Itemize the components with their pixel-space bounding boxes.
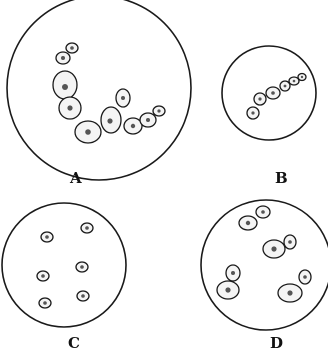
nucleus xyxy=(284,85,287,88)
nucleus xyxy=(287,290,292,295)
nucleus xyxy=(67,105,72,110)
nucleus xyxy=(41,274,45,278)
nucleus xyxy=(271,91,275,95)
nucleus xyxy=(85,129,91,135)
panel-label-a: A xyxy=(69,169,82,187)
nucleus xyxy=(258,97,261,100)
nucleus xyxy=(288,240,292,244)
panel-b-cell-chain xyxy=(247,74,306,120)
panel-c: C xyxy=(2,203,126,352)
nucleus xyxy=(70,46,74,50)
nucleus xyxy=(261,210,265,214)
panel-c-circle xyxy=(2,203,126,327)
nucleus xyxy=(61,56,65,60)
panel-label-d: D xyxy=(270,334,283,352)
nucleus xyxy=(85,226,89,230)
panel-a-cell-chain xyxy=(53,43,165,143)
panel-d-cell-clusters xyxy=(217,206,311,302)
nucleus xyxy=(45,235,49,239)
nucleus xyxy=(293,80,296,83)
nucleus xyxy=(146,118,150,122)
panel-d-circle xyxy=(201,200,328,330)
nucleus xyxy=(225,287,230,292)
panel-d: D xyxy=(201,200,328,352)
nucleus xyxy=(80,265,84,269)
nucleus xyxy=(301,76,303,78)
panel-c-cells xyxy=(37,223,93,308)
nucleus xyxy=(131,124,135,128)
nucleus xyxy=(231,271,235,275)
nucleus xyxy=(157,109,160,112)
nucleus xyxy=(121,96,125,100)
nucleus xyxy=(251,111,254,114)
nucleus xyxy=(271,246,276,251)
panel-label-b: B xyxy=(275,169,288,187)
panel-a-circle xyxy=(7,0,191,180)
nucleus xyxy=(43,301,47,305)
nucleus xyxy=(81,294,85,298)
nucleus xyxy=(246,221,250,225)
panel-label-c: C xyxy=(68,334,80,352)
nucleus xyxy=(62,84,68,90)
panel-b: B xyxy=(222,46,316,187)
nucleus xyxy=(107,118,112,123)
panel-a: A xyxy=(7,0,191,187)
nucleus xyxy=(303,275,307,279)
